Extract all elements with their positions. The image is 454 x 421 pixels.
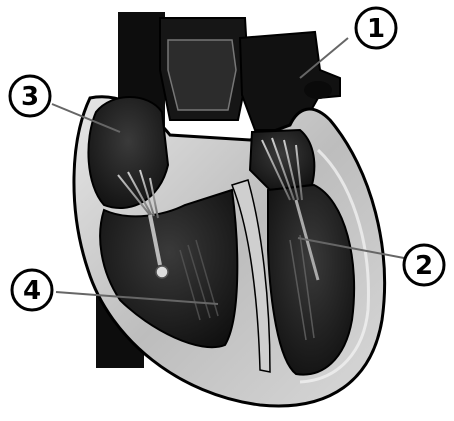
callout-4: 4 bbox=[12, 270, 52, 310]
callout-1-label: 1 bbox=[367, 14, 385, 44]
callout-2: 2 bbox=[404, 245, 444, 285]
pulmonary-vein-opening bbox=[304, 81, 332, 99]
callout-2-label: 2 bbox=[415, 251, 433, 281]
callout-4-label: 4 bbox=[23, 276, 41, 306]
aortic-lumen bbox=[168, 40, 236, 110]
right-atrium bbox=[88, 97, 168, 208]
callout-1: 1 bbox=[356, 8, 396, 48]
callout-3-label: 3 bbox=[21, 82, 39, 112]
callout-3: 3 bbox=[10, 76, 50, 116]
